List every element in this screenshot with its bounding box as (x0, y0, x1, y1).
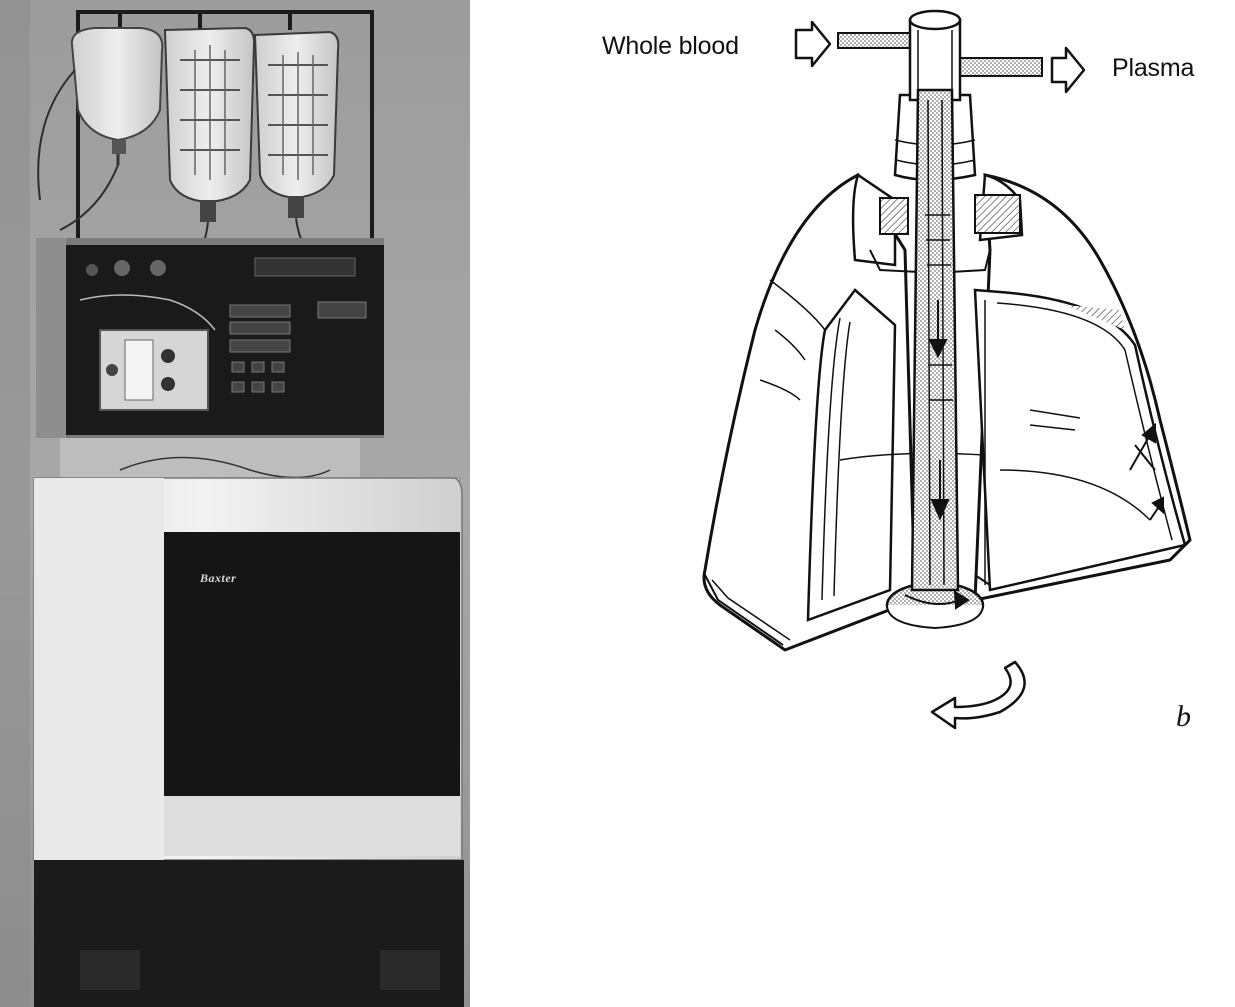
panel-letter: b (1176, 700, 1191, 733)
brand-logo: Baxter (200, 571, 237, 585)
inflow-arrow (794, 20, 832, 68)
iv-pole (76, 10, 374, 245)
outflow-arrow (1050, 46, 1086, 94)
inner-wall-left (806, 288, 897, 622)
left-bag (70, 27, 164, 165)
right-bag (253, 30, 340, 218)
rotation-arrow (930, 660, 1026, 730)
cabinet (33, 477, 464, 1007)
flow-arrows (904, 300, 1164, 610)
header-port (837, 32, 919, 49)
inner-wall-right (973, 288, 1187, 592)
centrifuge-bowl-diagram (702, 9, 1192, 730)
whole-blood-label: Whole blood (602, 32, 739, 60)
plasma-label: Plasma (1112, 54, 1195, 82)
apheresis-machine-photo (0, 0, 470, 1007)
middle-bag (163, 26, 256, 222)
control-panel (36, 238, 384, 438)
